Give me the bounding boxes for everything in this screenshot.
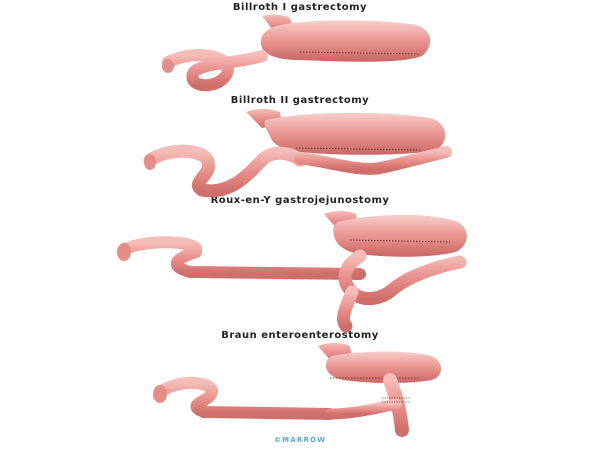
staple-line-2 — [295, 147, 421, 151]
title-braun: Braun enteroenterostomy — [221, 330, 379, 341]
stomach-remnant-3 — [333, 214, 467, 257]
billroth-2-illustration — [143, 109, 452, 198]
title-billroth-1: Billroth I gastrectomy — [232, 2, 368, 13]
afferent-loop-2 — [143, 144, 307, 198]
bowel-end-1 — [162, 59, 174, 73]
roux-limb-3 — [338, 249, 467, 305]
duodenum-loop-1 — [162, 49, 268, 92]
bowel-end-2 — [144, 154, 156, 170]
title-billroth-2: Billroth II gastrectomy — [230, 95, 370, 106]
afferent-limb-4 — [154, 376, 336, 420]
billroth-1-illustration — [162, 14, 431, 92]
braun-illustration — [153, 343, 441, 437]
marrow-watermark: ©MARROW — [273, 436, 327, 444]
stomach-remnant-2 — [264, 112, 446, 155]
stomach-remnant-4 — [326, 351, 441, 383]
anastomosis-4 — [324, 398, 402, 420]
stomach-remnant-1 — [260, 20, 431, 62]
common-channel-3 — [337, 285, 359, 333]
title-roux-en-y: Roux-en-Y gastrojejunostomy — [210, 195, 390, 206]
staple-line-1 — [299, 51, 421, 55]
roux-en-y-illustration — [117, 211, 467, 333]
biliopancreatic-limb-3 — [118, 236, 366, 280]
bowel-end-4 — [153, 385, 167, 403]
efferent-loop-2 — [294, 146, 452, 175]
bowel-end-3 — [117, 243, 131, 261]
